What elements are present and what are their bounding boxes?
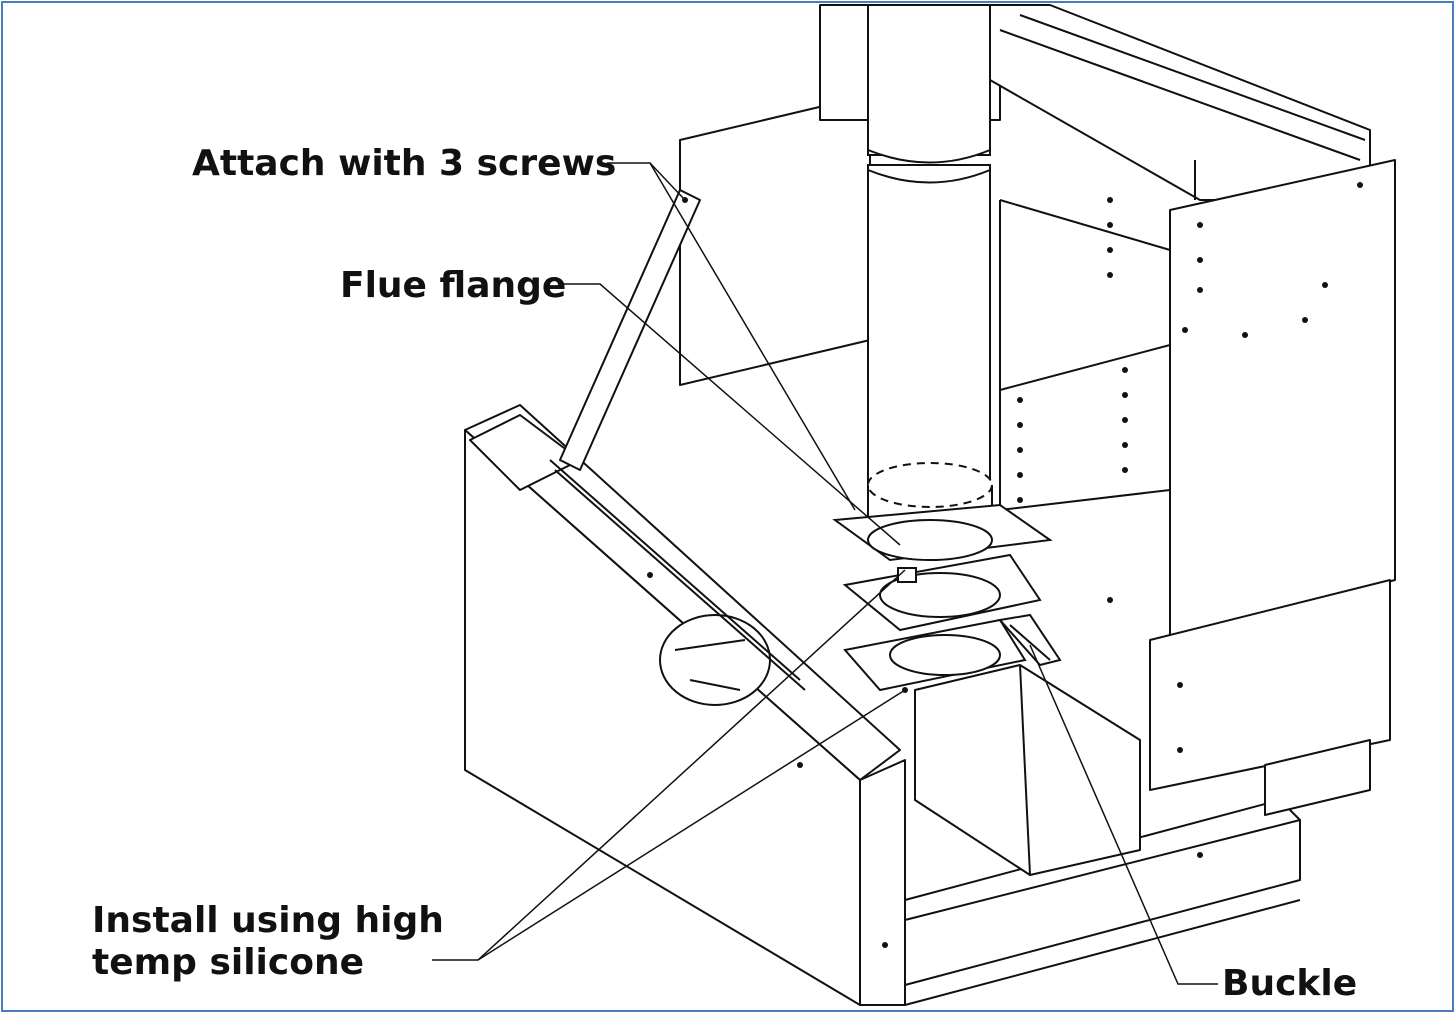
leader-lines [432,162,1218,985]
callout-install-silicone-line2: temp silicone [92,942,365,983]
flue-pipe [867,4,991,486]
callout-install-silicone: Install using high temp silicone [92,900,452,984]
callout-install-silicone-line1: Install using high [92,900,444,941]
callout-buckle: Buckle [1222,963,1358,1004]
flue-flange-parts [832,462,1053,692]
buckle-assembly [998,613,1062,667]
stove-body [464,4,1396,1006]
callout-flue-flange: Flue flange [340,265,567,306]
screw-holes [647,182,1363,948]
callout-attach-screws: Attach with 3 screws [192,143,617,184]
